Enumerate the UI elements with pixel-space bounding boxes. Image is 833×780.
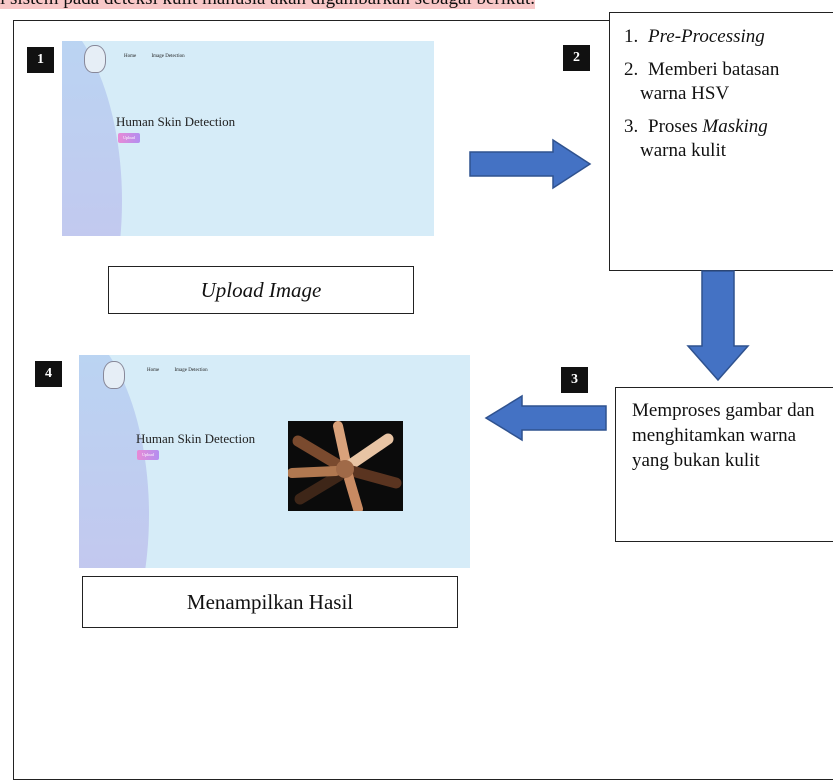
result-screenshot: Home Image Detection Human Skin Detectio… [79, 355, 470, 568]
skin-logo-icon [84, 45, 106, 73]
caption-text: i sistem pada deteksi kulit manusia akan… [0, 0, 833, 10]
nav-image-detection[interactable]: Image Detection [151, 54, 185, 59]
upload-image-label: Upload Image [108, 266, 414, 314]
step-badge-3: 3 [561, 367, 588, 393]
step-badge-2: 2 [563, 45, 590, 71]
app-title: Human Skin Detection [136, 431, 256, 446]
upload-button[interactable]: Upload [118, 133, 140, 143]
arrow-down-icon [686, 270, 750, 382]
arrow-right-icon [469, 138, 592, 190]
process-step-1: 1.Pre-Processing [624, 26, 765, 47]
skin-logo-icon [103, 361, 125, 389]
step-badge-1: 1 [27, 47, 54, 73]
upload-button[interactable]: Upload [137, 450, 159, 460]
hands-circle-image [288, 421, 403, 511]
nav-image-detection[interactable]: Image Detection [174, 368, 208, 373]
arrow-left-icon [484, 394, 607, 442]
app-title: Human Skin Detection [116, 114, 236, 129]
show-result-label: Menampilkan Hasil [82, 576, 458, 628]
nav-home[interactable]: Home [147, 368, 160, 373]
processing-description-box: Memproses gambar dan menghitamkan warna … [615, 387, 833, 542]
app-nav: Home Image Detection [124, 54, 199, 59]
app-nav: Home Image Detection [147, 368, 222, 373]
nav-home[interactable]: Home [124, 54, 137, 59]
upload-screenshot: Home Image Detection Human Skin Detectio… [62, 41, 434, 236]
step-badge-4: 4 [35, 361, 62, 387]
